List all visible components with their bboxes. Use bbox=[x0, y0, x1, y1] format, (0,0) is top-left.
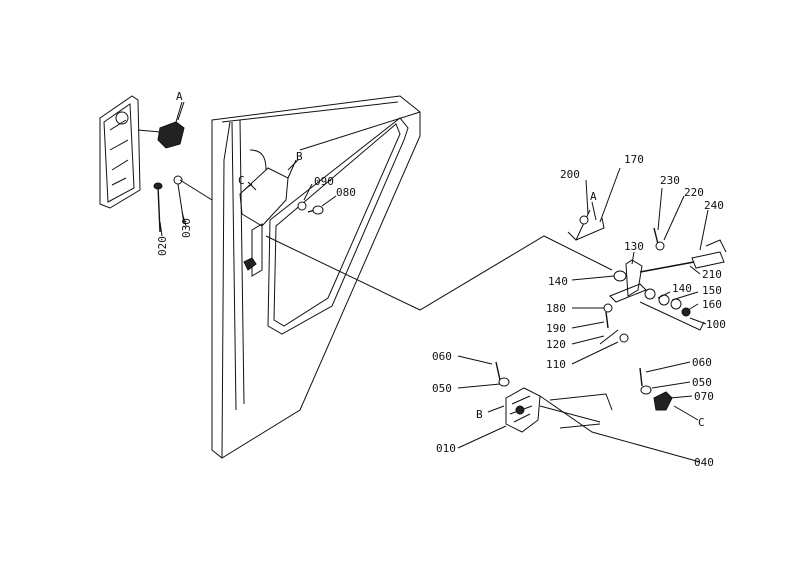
label-240: 240 bbox=[704, 199, 724, 212]
door-frame bbox=[179, 95, 421, 459]
link-rod bbox=[265, 235, 613, 311]
frame-latch-plate bbox=[239, 159, 297, 277]
bolt-080 bbox=[307, 205, 324, 215]
label-070: 070 bbox=[694, 390, 714, 403]
label-140b: 140 bbox=[672, 282, 692, 295]
label-120: 120 bbox=[546, 338, 566, 351]
label-060a: 060 bbox=[432, 350, 452, 363]
label-050b: 050 bbox=[692, 376, 712, 389]
washer-030 bbox=[173, 175, 185, 225]
label-050a: 050 bbox=[432, 382, 452, 395]
label-140a: 140 bbox=[548, 275, 568, 288]
label-160: 160 bbox=[702, 298, 722, 311]
label-200: 200 bbox=[560, 168, 580, 181]
label-030: 030 bbox=[180, 218, 193, 238]
screw-020 bbox=[153, 182, 163, 233]
label-020: 020 bbox=[156, 236, 169, 256]
label-220: 220 bbox=[684, 186, 704, 199]
washer-090 bbox=[297, 201, 307, 211]
label-210: 210 bbox=[702, 268, 722, 281]
label-080: 080 bbox=[336, 186, 356, 199]
ref-label-b-bottom: B bbox=[476, 408, 483, 421]
label-230: 230 bbox=[660, 174, 680, 187]
bottom-lock-assembly bbox=[495, 361, 701, 463]
label-060b: 060 bbox=[692, 356, 712, 369]
part-labels: 020 030 090 080 200 170 230 220 240 130 … bbox=[156, 90, 726, 469]
ref-label-c-bottom: C bbox=[698, 416, 705, 429]
rear-linkage-assembly bbox=[567, 209, 727, 345]
label-090: 090 bbox=[314, 175, 334, 188]
label-190: 190 bbox=[546, 322, 566, 335]
label-010: 010 bbox=[436, 442, 456, 455]
label-170: 170 bbox=[624, 153, 644, 166]
ref-label-a-top: A bbox=[176, 90, 183, 103]
top-left-lock-assembly bbox=[99, 95, 185, 209]
label-110: 110 bbox=[546, 358, 566, 371]
ref-label-c-top: C bbox=[238, 174, 245, 187]
ref-label-b-top: B bbox=[296, 150, 303, 163]
label-100: 100 bbox=[706, 318, 726, 331]
ref-label-a-right: A bbox=[590, 190, 597, 203]
leader-lines bbox=[159, 101, 709, 449]
label-180: 180 bbox=[546, 302, 566, 315]
label-040: 040 bbox=[694, 456, 714, 469]
label-150: 150 bbox=[702, 284, 722, 297]
label-130: 130 bbox=[624, 240, 644, 253]
